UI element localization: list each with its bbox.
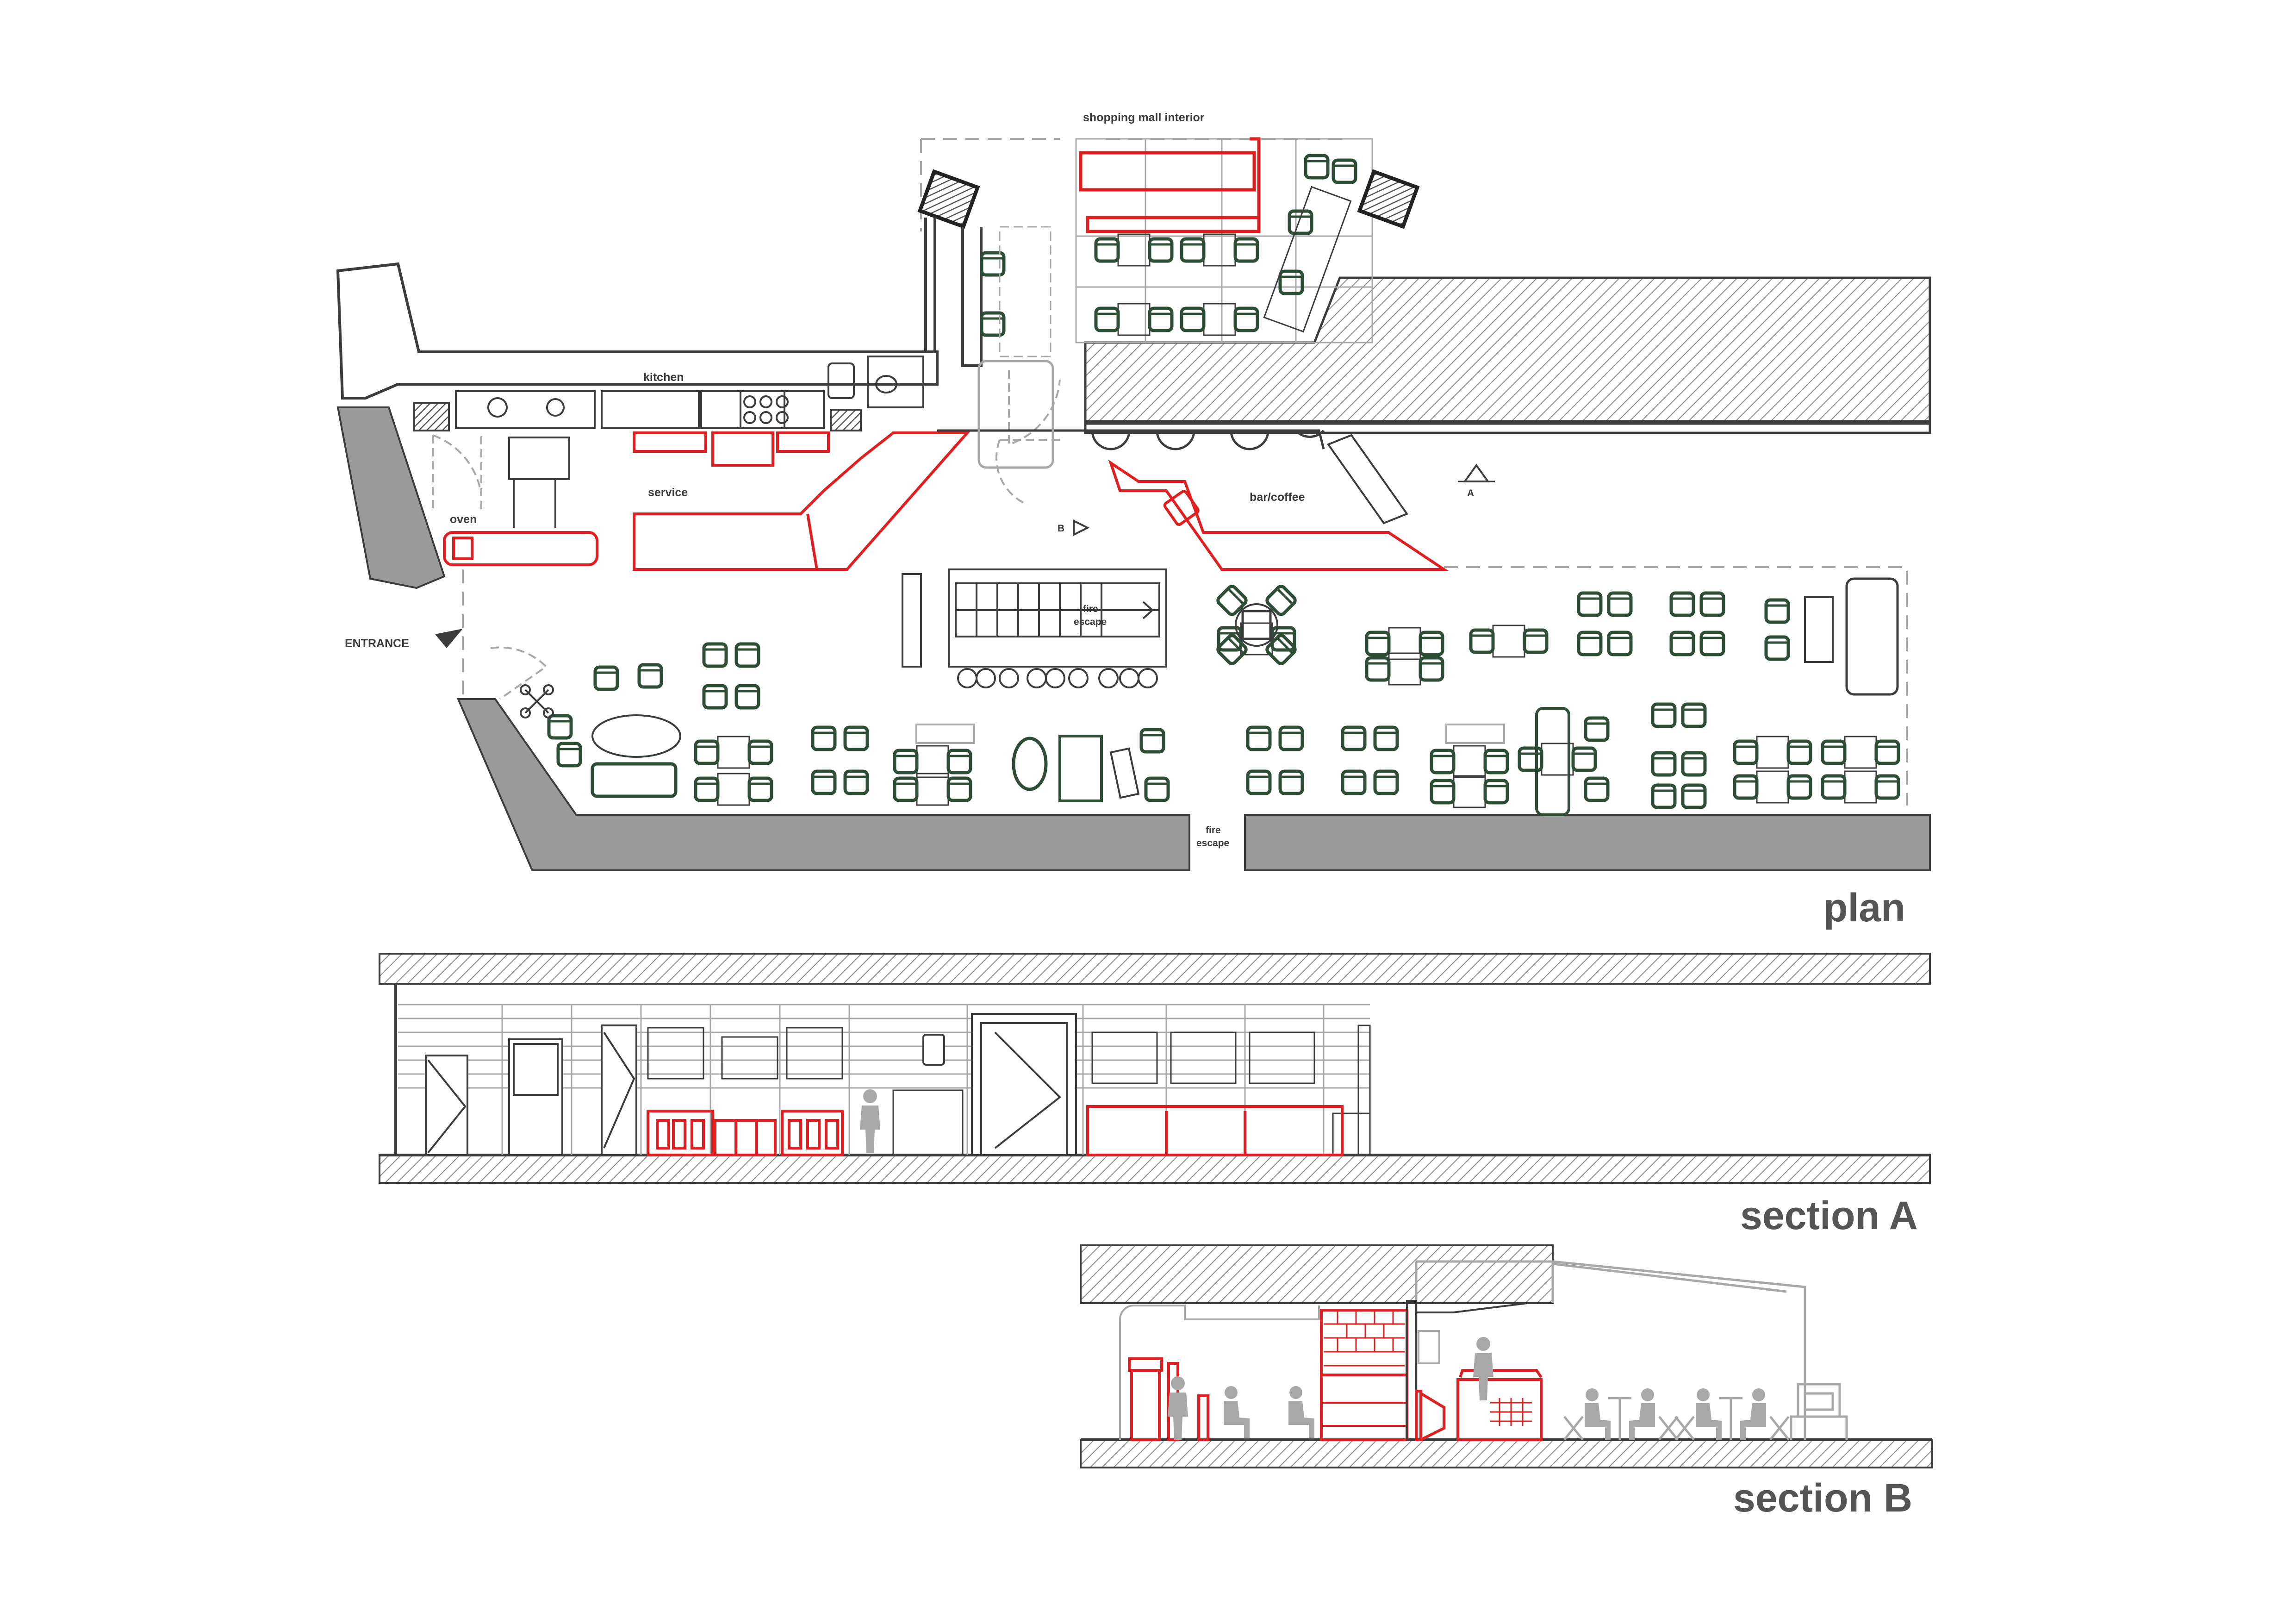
- label-bar-coffee: bar/coffee: [1250, 491, 1305, 504]
- booth-seats-top: [982, 226, 1052, 357]
- section-b-people: [1168, 1337, 1766, 1440]
- label-entrance: ENTRANCE: [345, 637, 409, 650]
- label-mall-interior: shopping mall interior: [1083, 111, 1205, 124]
- corridor-edge: [937, 429, 1325, 450]
- pillar-column-wall: [924, 218, 983, 367]
- pillar-left: [917, 169, 980, 229]
- mall-tables: [1096, 234, 1257, 335]
- service-counters: [443, 431, 971, 571]
- label-fire-escape-inner-1: fire: [1083, 604, 1098, 614]
- label-fire-escape-outer-2: escape: [1196, 838, 1229, 849]
- left-outer-wall: [336, 262, 939, 400]
- floor-plan: A B shopping mall interior kitchen servi…: [336, 111, 1931, 930]
- marker-a-label: A: [1467, 488, 1474, 499]
- pillar-right: [1357, 169, 1420, 229]
- round-table: [1192, 560, 1321, 690]
- door-swings: [490, 370, 1061, 700]
- label-kitchen: kitchen: [643, 371, 684, 384]
- section-a-drawing: section A: [379, 953, 1931, 1238]
- label-oven: oven: [450, 513, 477, 526]
- kitchen-equipment: [455, 356, 924, 528]
- bar-coffee-counter: [1108, 459, 1449, 571]
- kitchen-hatched-blocks: [413, 402, 862, 431]
- label-service: service: [648, 486, 688, 499]
- entrance-arrow-icon: [435, 629, 463, 648]
- section-b-awning: [1415, 1302, 1528, 1313]
- section-b-pizza-oven: [1320, 1309, 1408, 1441]
- bar-back-shelf: [1326, 434, 1409, 525]
- lounge-area: [520, 665, 681, 798]
- pillar-mid: [977, 360, 1054, 469]
- section-a-floor: [379, 1154, 1931, 1184]
- section-b-ceiling: [1080, 1244, 1554, 1304]
- mall-chairs-right: [1263, 156, 1356, 333]
- section-a-ceiling: [379, 953, 1931, 985]
- marker-b-label: B: [1058, 523, 1064, 534]
- section-b-oven-hood: [1406, 1300, 1417, 1441]
- label-fire-escape-outer-1: fire: [1206, 825, 1221, 836]
- left-solid-wall: [336, 406, 446, 589]
- section-a-doors: [425, 1013, 1077, 1156]
- section-b-cafe-tables: [1563, 1383, 1848, 1441]
- fire-escape-stair: [902, 568, 1167, 688]
- seating-row-lower: [696, 704, 1898, 816]
- label-fire-escape-inner-2: escape: [1074, 617, 1107, 627]
- kitchen-oven-doors: [432, 434, 482, 509]
- section-a-red-counters: [647, 1105, 1344, 1156]
- section-b-title: section B: [1733, 1476, 1912, 1520]
- mall-terrace-grid: [1075, 138, 1373, 344]
- section-marker-a: A: [1458, 463, 1495, 499]
- section-b-drawing: section B: [1080, 1244, 1933, 1520]
- seating-row-upper: [704, 577, 1899, 708]
- mall-wall-right: [1084, 276, 1931, 423]
- section-a-title: section A: [1740, 1193, 1918, 1238]
- section-b-floor: [1080, 1439, 1933, 1468]
- bottom-wall-left: [456, 698, 1190, 871]
- plan-title: plan: [1823, 886, 1905, 930]
- bottom-wall-right: [1244, 814, 1931, 871]
- mall-bar-counter: [1079, 137, 1261, 233]
- section-a-person: [860, 1089, 880, 1153]
- section-a-shelving: [647, 1024, 1371, 1156]
- section-b-ceiling-profile: [1119, 1305, 1320, 1440]
- section-marker-b: B: [1058, 519, 1090, 537]
- section-b-gray-shelf: [1418, 1330, 1440, 1364]
